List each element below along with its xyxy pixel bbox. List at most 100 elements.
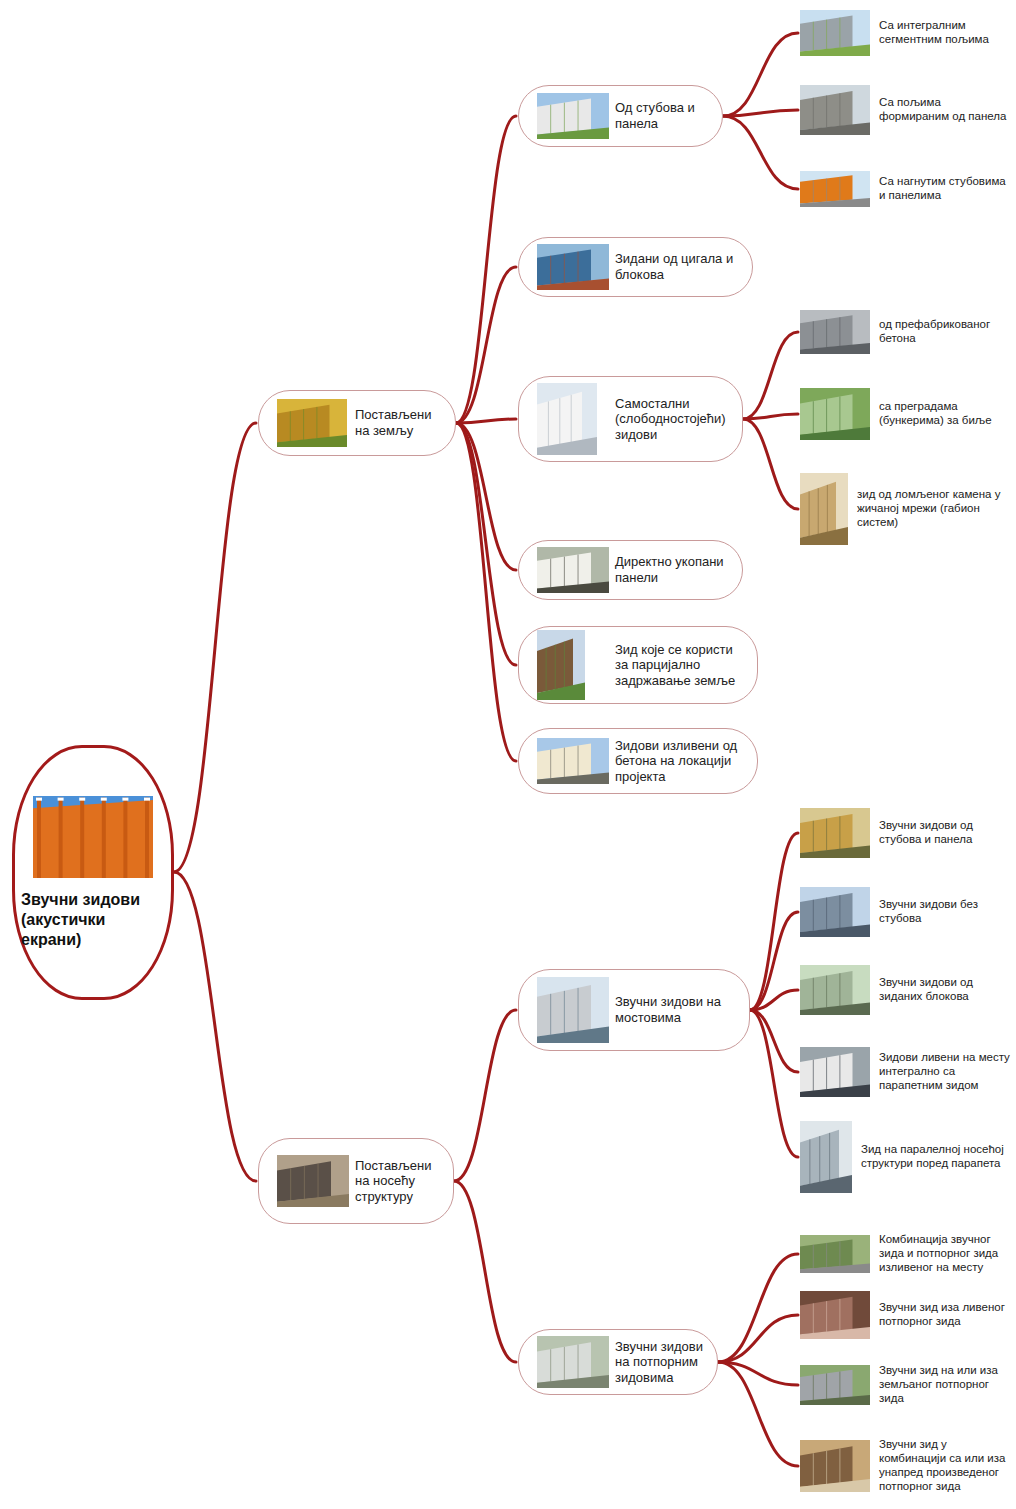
leaf-node: са преградама (бункерима) за биље xyxy=(800,388,1010,440)
leaf-node: Звучни зидови од зиданих блокова xyxy=(800,965,1010,1015)
node-label: Звучни зидови од зиданих блокова xyxy=(879,976,1010,1004)
branch-line xyxy=(750,1010,798,1157)
branch-line xyxy=(743,332,798,419)
topic-node: Постављени на носећу структуру xyxy=(258,1138,454,1224)
node-label: Са пољима формираним од панела xyxy=(879,96,1010,124)
branch-line xyxy=(174,423,256,872)
branch-line xyxy=(750,912,798,1010)
topic-node: Постављени на земљу xyxy=(258,390,456,456)
branch-line xyxy=(454,1181,516,1362)
leaf-node: Комбинација звучног зида и потпорног зид… xyxy=(800,1228,1010,1280)
node-label: Зидови ливени на месту интегрално са пар… xyxy=(879,1051,1010,1092)
photo-thumbnail xyxy=(537,547,609,593)
leaf-node: Звучни зидови без стубова xyxy=(800,887,1010,937)
branch-line xyxy=(718,1254,798,1362)
photo-thumbnail xyxy=(537,1336,609,1388)
photo-thumbnail xyxy=(277,399,347,447)
photo-thumbnail xyxy=(800,887,870,937)
leaf-node: од префабрикованог бетона xyxy=(800,309,1010,355)
branch-line xyxy=(174,872,256,1181)
branch-line xyxy=(456,419,516,423)
node-label: Звучни зидови (акустички екрани) xyxy=(21,890,169,950)
topic-node: Самостални (слободностојећи) зидови xyxy=(518,376,743,462)
photo-thumbnail xyxy=(800,965,870,1015)
branch-line xyxy=(750,833,798,1010)
node-label: Зид које се користи за парцијално задржа… xyxy=(615,634,757,697)
node-label: Зидови изливени од бетона на локацији пр… xyxy=(615,730,757,793)
branch-line xyxy=(718,1315,798,1362)
photo-thumbnail xyxy=(800,1440,870,1492)
root-node: Звучни зидови (акустички екрани) xyxy=(12,745,174,1000)
photo-thumbnail xyxy=(800,1047,870,1097)
branch-line xyxy=(743,414,798,419)
branch-line xyxy=(454,1010,516,1181)
photo-thumbnail xyxy=(277,1155,349,1207)
photo-thumbnail xyxy=(800,1291,870,1339)
photo-thumbnail xyxy=(800,10,870,56)
photo-thumbnail xyxy=(537,630,585,700)
branch-line xyxy=(456,116,516,423)
topic-node: Звучни зидови на мостовима xyxy=(518,969,750,1051)
photo-thumbnail xyxy=(33,796,153,878)
leaf-node: Звучни зидови од стубова и панела xyxy=(800,808,1010,858)
photo-thumbnail xyxy=(800,171,870,207)
photo-thumbnail xyxy=(800,1365,870,1405)
leaf-node: Са пољима формираним од панела xyxy=(800,85,1010,135)
leaf-node: Звучни зид у комбинацији са или иза унап… xyxy=(800,1431,1010,1501)
topic-node: Зид које се користи за парцијално задржа… xyxy=(518,626,758,704)
photo-thumbnail xyxy=(537,244,609,290)
branch-line xyxy=(723,110,798,116)
photo-thumbnail xyxy=(537,383,597,455)
branch-line xyxy=(723,33,798,116)
topic-node: Зидови изливени од бетона на локацији пр… xyxy=(518,728,758,794)
node-label: од префабрикованог бетона xyxy=(879,318,1010,346)
node-label: Звучни зид иза ливеног потпорног зида xyxy=(879,1301,1010,1329)
leaf-node: зид од ломљеног камена у жичаној мрежи (… xyxy=(800,473,1010,545)
photo-thumbnail xyxy=(800,473,848,545)
branch-line xyxy=(750,1010,798,1072)
node-label: Постављени на земљу xyxy=(355,399,455,446)
node-label: Зид на паралелној носећој структури поре… xyxy=(861,1143,1010,1171)
photo-thumbnail xyxy=(800,1235,870,1273)
node-label: Са интегралним сегментним пољима xyxy=(879,19,1010,47)
node-label: Постављени на носећу структуру xyxy=(355,1150,453,1213)
photo-thumbnail xyxy=(800,1121,852,1193)
leaf-node: Са интегралним сегментним пољима xyxy=(800,9,1010,57)
node-label: са преградама (бункерима) за биље xyxy=(879,400,1010,428)
photo-thumbnail xyxy=(800,808,870,858)
photo-thumbnail xyxy=(800,85,870,135)
photo-thumbnail xyxy=(537,738,609,784)
leaf-node: Зид на паралелној носећој структури поре… xyxy=(800,1120,1010,1194)
branch-line xyxy=(456,267,516,423)
node-label: Самостални (слободностојећи) зидови xyxy=(615,388,742,451)
node-label: Звучни зид у комбинацији са или иза унап… xyxy=(879,1438,1010,1493)
branch-line xyxy=(743,419,798,509)
photo-thumbnail xyxy=(537,93,609,139)
node-label: Са нагнутим стубовима и панелима xyxy=(879,175,1010,203)
node-label: Зидани од цигала и блокова xyxy=(615,243,752,290)
topic-node: Звучни зидови на потпорним зидовима xyxy=(518,1329,718,1395)
photo-thumbnail xyxy=(537,977,609,1043)
topic-node: Директно укопани панели xyxy=(518,540,743,600)
leaf-node: Звучни зид иза ливеног потпорног зида xyxy=(800,1290,1010,1340)
leaf-node: Са нагнутим стубовима и панелима xyxy=(800,167,1010,211)
branch-line xyxy=(718,1362,798,1466)
photo-thumbnail xyxy=(800,310,870,354)
node-label: Звучни зидови без стубова xyxy=(879,898,1010,926)
node-label: Директно укопани панели xyxy=(615,546,742,593)
topic-node: Зидани од цигала и блокова xyxy=(518,237,753,297)
leaf-node: Зидови ливени на месту интегрално са пар… xyxy=(800,1045,1010,1099)
node-label: Звучни зидови од стубова и панела xyxy=(879,819,1010,847)
node-label: зид од ломљеног камена у жичаној мрежи (… xyxy=(857,488,1010,529)
branch-line xyxy=(723,116,798,189)
topic-node: Од стубова и панела xyxy=(518,85,723,147)
node-label: Звучни зидови на потпорним зидовима xyxy=(615,1331,717,1394)
leaf-node: Звучни зид на или иза земљаног потпорног… xyxy=(800,1362,1010,1408)
branch-line xyxy=(456,423,516,761)
node-label: Звучни зидови на мостовима xyxy=(615,986,749,1033)
photo-thumbnail xyxy=(800,388,870,440)
branch-line xyxy=(750,990,798,1010)
branch-line xyxy=(456,423,516,665)
node-label: Звучни зид на или иза земљаног потпорног… xyxy=(879,1364,1010,1405)
